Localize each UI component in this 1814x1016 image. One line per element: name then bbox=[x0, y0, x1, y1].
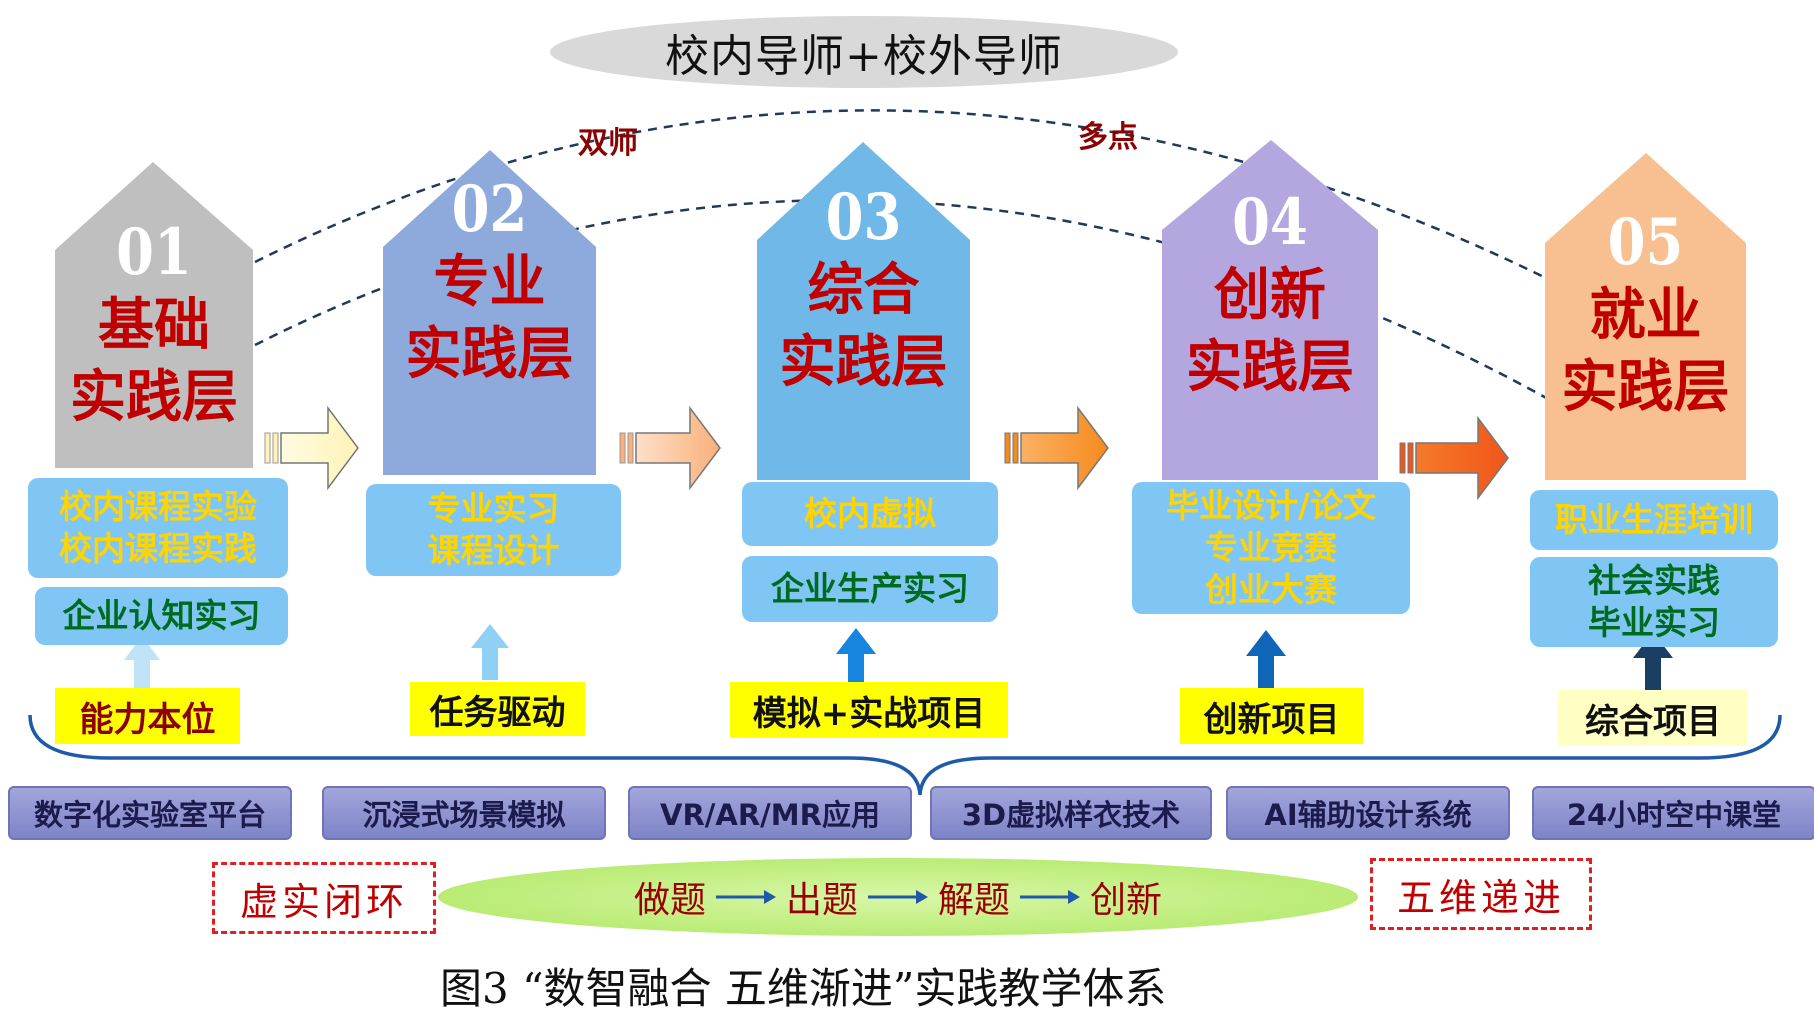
layer-02: 02 专业 实践层 bbox=[383, 172, 596, 391]
box-line: 企业认知实习 bbox=[62, 596, 261, 635]
box-line: 专业竞赛 bbox=[1205, 528, 1337, 567]
layer-number: 02 bbox=[451, 172, 528, 247]
tech-ai-design: AI辅助设计系统 bbox=[1226, 786, 1510, 840]
layer-number: 03 bbox=[825, 180, 902, 255]
flow-arrow-3 bbox=[1004, 405, 1109, 491]
box-career-training: 职业生涯培训 bbox=[1530, 490, 1778, 550]
driver-task: 任务驱动 bbox=[410, 682, 585, 736]
flow-arrow-4 bbox=[1399, 415, 1509, 501]
box-line: 毕业实习 bbox=[1588, 603, 1720, 642]
tech-digital-lab: 数字化实验室平台 bbox=[8, 786, 292, 840]
box-line: 毕业设计/论文 bbox=[1165, 486, 1377, 525]
tech-24h-classroom: 24小时空中课堂 bbox=[1532, 786, 1814, 840]
box-professional-internship: 专业实习 课程设计 bbox=[366, 484, 621, 576]
box-enterprise-cognition: 企业认知实习 bbox=[35, 587, 288, 645]
box-line: 社会实践 bbox=[1588, 561, 1720, 600]
step-solve: 解题 bbox=[938, 880, 1011, 921]
flow-ellipse: 做题 出题 解题 创新 bbox=[438, 858, 1358, 936]
step-innovate: 创新 bbox=[1090, 880, 1163, 921]
arrow-right-icon bbox=[715, 890, 776, 904]
figure-caption: 图3 “数智融合 五维渐进”实践教学体系 bbox=[440, 964, 1167, 1013]
driver-comprehensive: 综合项目 bbox=[1558, 690, 1748, 746]
layer-title-line2: 实践层 bbox=[70, 365, 238, 430]
label-five-dimension: 五维递进 bbox=[1370, 858, 1592, 930]
layer-title-line2: 实践层 bbox=[1561, 355, 1730, 420]
step-practice: 做题 bbox=[633, 880, 706, 921]
arc-label-dual-mentor: 双师 bbox=[578, 126, 638, 161]
mentor-label: 校内导师+校外导师 bbox=[665, 31, 1063, 82]
layer-03: 03 综合 实践层 bbox=[757, 180, 970, 399]
layer-title-line2: 实践层 bbox=[1186, 335, 1354, 400]
box-line: 校内课程实验 bbox=[59, 487, 257, 526]
layer-title-line1: 专业 bbox=[433, 250, 546, 315]
arc-label-multi-site: 多点 bbox=[1078, 120, 1138, 155]
box-line: 校内虚拟 bbox=[804, 494, 936, 533]
arrow-right-icon bbox=[1020, 890, 1081, 904]
tech-3d-sample: 3D虚拟样衣技术 bbox=[930, 786, 1212, 840]
layer-01: 01 基础 实践层 bbox=[55, 215, 253, 434]
box-campus-virtual: 校内虚拟 bbox=[742, 482, 998, 546]
box-line: 校内课程实践 bbox=[59, 529, 257, 568]
layer-title-line2: 实践层 bbox=[779, 330, 948, 395]
box-innovation-projects: 毕业设计/论文 专业竞赛 创业大赛 bbox=[1132, 482, 1410, 614]
driver-simulation: 模拟+实战项目 bbox=[730, 682, 1008, 738]
box-line: 职业生涯培训 bbox=[1555, 500, 1753, 539]
flow-arrow-2 bbox=[619, 405, 721, 491]
layer-number: 04 bbox=[1232, 185, 1308, 260]
flow-arrow-1 bbox=[264, 405, 359, 491]
step-create-question: 出题 bbox=[785, 880, 858, 921]
tech-vr-ar-mr: VR/AR/MR应用 bbox=[628, 786, 912, 840]
arrow-right-icon bbox=[868, 890, 928, 904]
tech-immersive: 沉浸式场景模拟 bbox=[322, 786, 606, 840]
mentor-ellipse: 校内导师+校外导师 bbox=[550, 16, 1178, 88]
box-line: 创业大赛 bbox=[1205, 570, 1337, 609]
layer-number: 01 bbox=[116, 215, 192, 290]
box-enterprise-production: 企业生产实习 bbox=[742, 556, 998, 622]
layer-04: 04 创新 实践层 bbox=[1162, 185, 1378, 404]
layer-number: 05 bbox=[1607, 205, 1684, 280]
layer-title-line1: 综合 bbox=[807, 258, 920, 323]
layer-title-line2: 实践层 bbox=[405, 322, 574, 387]
driver-innovation: 创新项目 bbox=[1180, 688, 1363, 744]
layer-title-line1: 基础 bbox=[98, 293, 210, 358]
box-line: 课程设计 bbox=[427, 531, 560, 570]
layer-title-line1: 就业 bbox=[1589, 283, 1702, 348]
layer-title-line1: 创新 bbox=[1214, 263, 1326, 328]
label-virtual-real-loop: 虚实闭环 bbox=[212, 862, 436, 934]
layer-05: 05 就业 实践层 bbox=[1545, 205, 1746, 424]
box-line: 专业实习 bbox=[427, 489, 560, 528]
box-social-practice: 社会实践 毕业实习 bbox=[1530, 557, 1778, 647]
box-campus-course: 校内课程实验 校内课程实践 bbox=[28, 478, 288, 578]
box-line: 企业生产实习 bbox=[771, 569, 969, 608]
driver-ability: 能力本位 bbox=[55, 688, 240, 744]
